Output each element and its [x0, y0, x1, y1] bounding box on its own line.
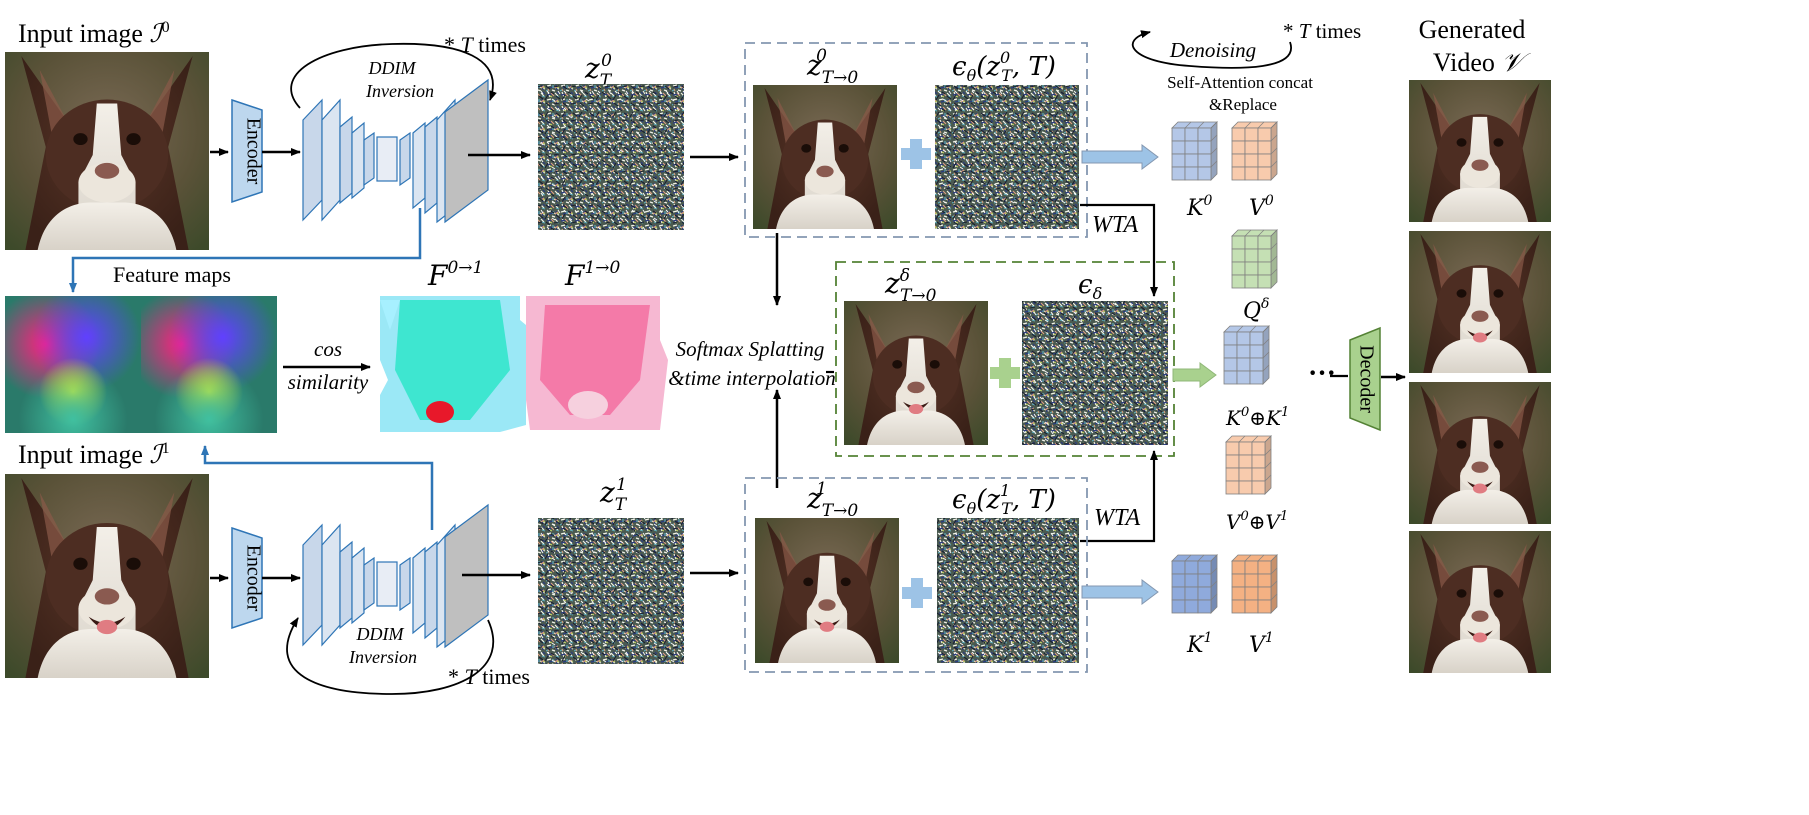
eps-noise-top: [935, 85, 1079, 229]
k-concat-label: K0⊕K1: [1225, 405, 1289, 430]
input-image-0-label: Input image ℐ0: [18, 19, 170, 49]
eps-noise-delta: [1022, 301, 1168, 445]
v1-label: V1: [1249, 630, 1274, 658]
dashed-box-delta: [835, 261, 1175, 457]
cube-v-concat: [1225, 435, 1272, 495]
blue-arrow-feature-maps: [69, 208, 422, 293]
zt0-label: zT→00: [806, 46, 858, 88]
generated-video-title-2: Video 𝒱: [1433, 48, 1531, 78]
denoising-loop: Denoising * T times: [1131, 19, 1361, 69]
cube-v1: [1231, 554, 1278, 614]
wta-bottom-label: WTA: [1094, 505, 1141, 531]
feature-maps-label: Feature maps: [113, 262, 231, 287]
encoder-top: Encoder: [231, 98, 264, 204]
input-image-1-label: Input image ℐ1: [18, 440, 170, 470]
zt1-label: zT→01: [806, 479, 858, 521]
k0-label: K0: [1186, 193, 1212, 221]
cube-qdelta: [1231, 229, 1278, 289]
video-frame-4: [1409, 531, 1551, 673]
wta-top-connector: [1080, 203, 1158, 297]
latent-noise-top: [538, 84, 684, 230]
thick-arrow-middle: [1172, 362, 1217, 388]
blue-arrow-to-input1: [201, 445, 434, 530]
cos-label-2: similarity: [288, 370, 369, 394]
splat-label-2: &time interpolation: [668, 366, 835, 390]
ddim-loop-bottom: DDIM Inversion * T times: [286, 617, 530, 695]
unet-top: [302, 78, 489, 224]
feature-map-0: [5, 296, 141, 433]
input-image-0: [5, 52, 209, 250]
svg-text:Inversion: Inversion: [365, 81, 434, 101]
attention-cubes: [1171, 121, 1278, 614]
v0-label: V0: [1249, 193, 1274, 221]
wta-bottom-connector: [1080, 450, 1158, 543]
svg-text:* T times: * T times: [444, 32, 526, 57]
cube-v0: [1231, 121, 1278, 181]
plus-icon-delta: [990, 358, 1020, 388]
zdelta-image: [844, 301, 988, 445]
v-concat-label: V0⊕V1: [1226, 509, 1288, 534]
svg-text:* T times: * T times: [448, 664, 530, 689]
cube-k-concat: [1223, 325, 1270, 385]
eps-delta-label: ϵδ: [1078, 270, 1102, 303]
dashed-box-bottom: [744, 477, 1088, 673]
flow-map-f10: [526, 296, 668, 430]
zt1-image: [755, 518, 899, 663]
ddim-loop-top: DDIM Inversion * T times: [290, 32, 526, 109]
feature-map-1: [141, 296, 277, 433]
svg-text:Encoder: Encoder: [242, 118, 264, 185]
svg-text:DDIM: DDIM: [356, 624, 405, 644]
zt0-image: [753, 85, 897, 229]
svg-text:* T times: * T times: [1283, 19, 1361, 43]
cube-k1: [1171, 554, 1218, 614]
plus-icon-top: [901, 139, 931, 169]
eps-noise-bottom: [937, 518, 1079, 663]
wta-top-label: WTA: [1092, 212, 1139, 238]
svg-text:Encoder: Encoder: [242, 545, 264, 612]
video-frame-1: [1409, 80, 1551, 222]
ellipsis: ···: [1308, 358, 1336, 389]
latent-noise-bottom: [538, 518, 684, 664]
cube-k0: [1171, 121, 1218, 181]
k1-label: K1: [1186, 630, 1212, 658]
self-attention-title-2: &Replace: [1209, 95, 1277, 114]
svg-text:Decoder: Decoder: [1355, 345, 1377, 413]
dashed-box-top: [744, 42, 1088, 238]
encoder-bottom: Encoder: [231, 526, 264, 630]
thick-arrow-top: [1081, 144, 1159, 170]
svg-text:DDIM: DDIM: [368, 58, 417, 78]
generated-video-title-1: Generated: [1419, 15, 1526, 44]
input-image-1: [5, 474, 209, 678]
thick-arrow-bottom: [1081, 579, 1159, 605]
self-attention-title-1: Self-Attention concat: [1167, 73, 1313, 92]
qdelta-label: Qδ: [1243, 296, 1269, 324]
flow-map-f01: [380, 296, 526, 432]
svg-text:Inversion: Inversion: [348, 647, 417, 667]
decoder: Decoder: [1349, 326, 1381, 432]
splat-label-1: Softmax Splatting: [676, 337, 825, 361]
latent-z1-label: zT1: [599, 475, 628, 515]
cos-label-1: cos: [314, 337, 342, 361]
video-frame-2: [1409, 231, 1551, 373]
flow-f10-label: F1→0: [564, 258, 620, 292]
flow-f01-label: F0→1: [427, 258, 483, 292]
video-frame-3: [1409, 382, 1551, 524]
svg-text:Denoising: Denoising: [1169, 38, 1256, 62]
plus-icon-bottom: [902, 578, 932, 608]
